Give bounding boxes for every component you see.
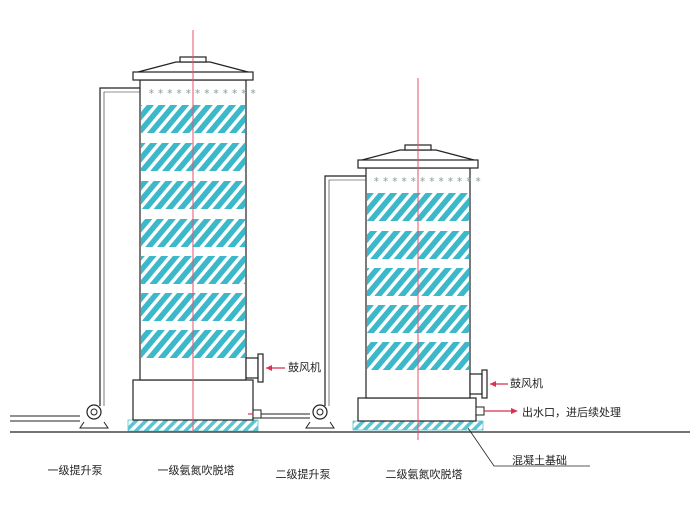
tower-1-label: 一级氨氮吹脱塔	[157, 464, 235, 477]
pump-2	[305, 175, 366, 429]
tower-2: ∗ ∗ ∗ ∗ ∗ ∗ ∗ ∗ ∗ ∗ ∗ ∗	[352, 78, 518, 440]
pump-1	[10, 87, 140, 429]
tower-2-spray: ∗ ∗ ∗ ∗ ∗ ∗ ∗ ∗ ∗ ∗ ∗ ∗	[373, 175, 481, 184]
foundation-label: 混凝土基础	[512, 454, 567, 467]
foundation-leader	[467, 427, 590, 467]
blower-2-label: 鼓风机	[510, 377, 543, 390]
tower-2-base	[357, 397, 477, 422]
pump-2-label: 二级提升泵	[275, 468, 331, 481]
tower-1: ∗ ∗ ∗ ∗ ∗ ∗ ∗ ∗ ∗ ∗ ∗ ∗	[127, 30, 285, 432]
pump-1-body	[86, 404, 102, 420]
tower-1-blower-inlet	[245, 357, 259, 379]
tower-2-blower-inlet	[469, 373, 483, 395]
tower-1-blower-flange	[257, 353, 264, 383]
svg-text:∗ ∗ ∗ ∗ ∗ ∗ ∗ ∗ ∗ ∗ ∗ ∗: ∗ ∗ ∗ ∗ ∗ ∗ ∗ ∗ ∗ ∗ ∗ ∗	[148, 87, 256, 96]
pump-1-label: 一级提升泵	[47, 464, 103, 477]
blower-1-label: 鼓风机	[288, 361, 321, 374]
svg-text:∗ ∗ ∗ ∗ ∗ ∗ ∗ ∗ ∗ ∗ ∗ ∗: ∗ ∗ ∗ ∗ ∗ ∗ ∗ ∗ ∗ ∗ ∗ ∗	[373, 175, 481, 184]
pump-2-body	[312, 404, 328, 420]
tower-1-spray: ∗ ∗ ∗ ∗ ∗ ∗ ∗ ∗ ∗ ∗ ∗ ∗	[148, 87, 256, 96]
tower-2-label: 二级氨氮吹脱塔	[385, 468, 463, 481]
tower-1-outlet-stub	[252, 409, 262, 419]
pump-2-riser	[324, 175, 366, 406]
tower-2-blower-flange	[481, 369, 488, 399]
pump-1-riser	[99, 87, 140, 406]
outlet-label: 出水口，进后续处理	[522, 406, 621, 419]
tower-2-outlet-stub	[475, 406, 485, 416]
